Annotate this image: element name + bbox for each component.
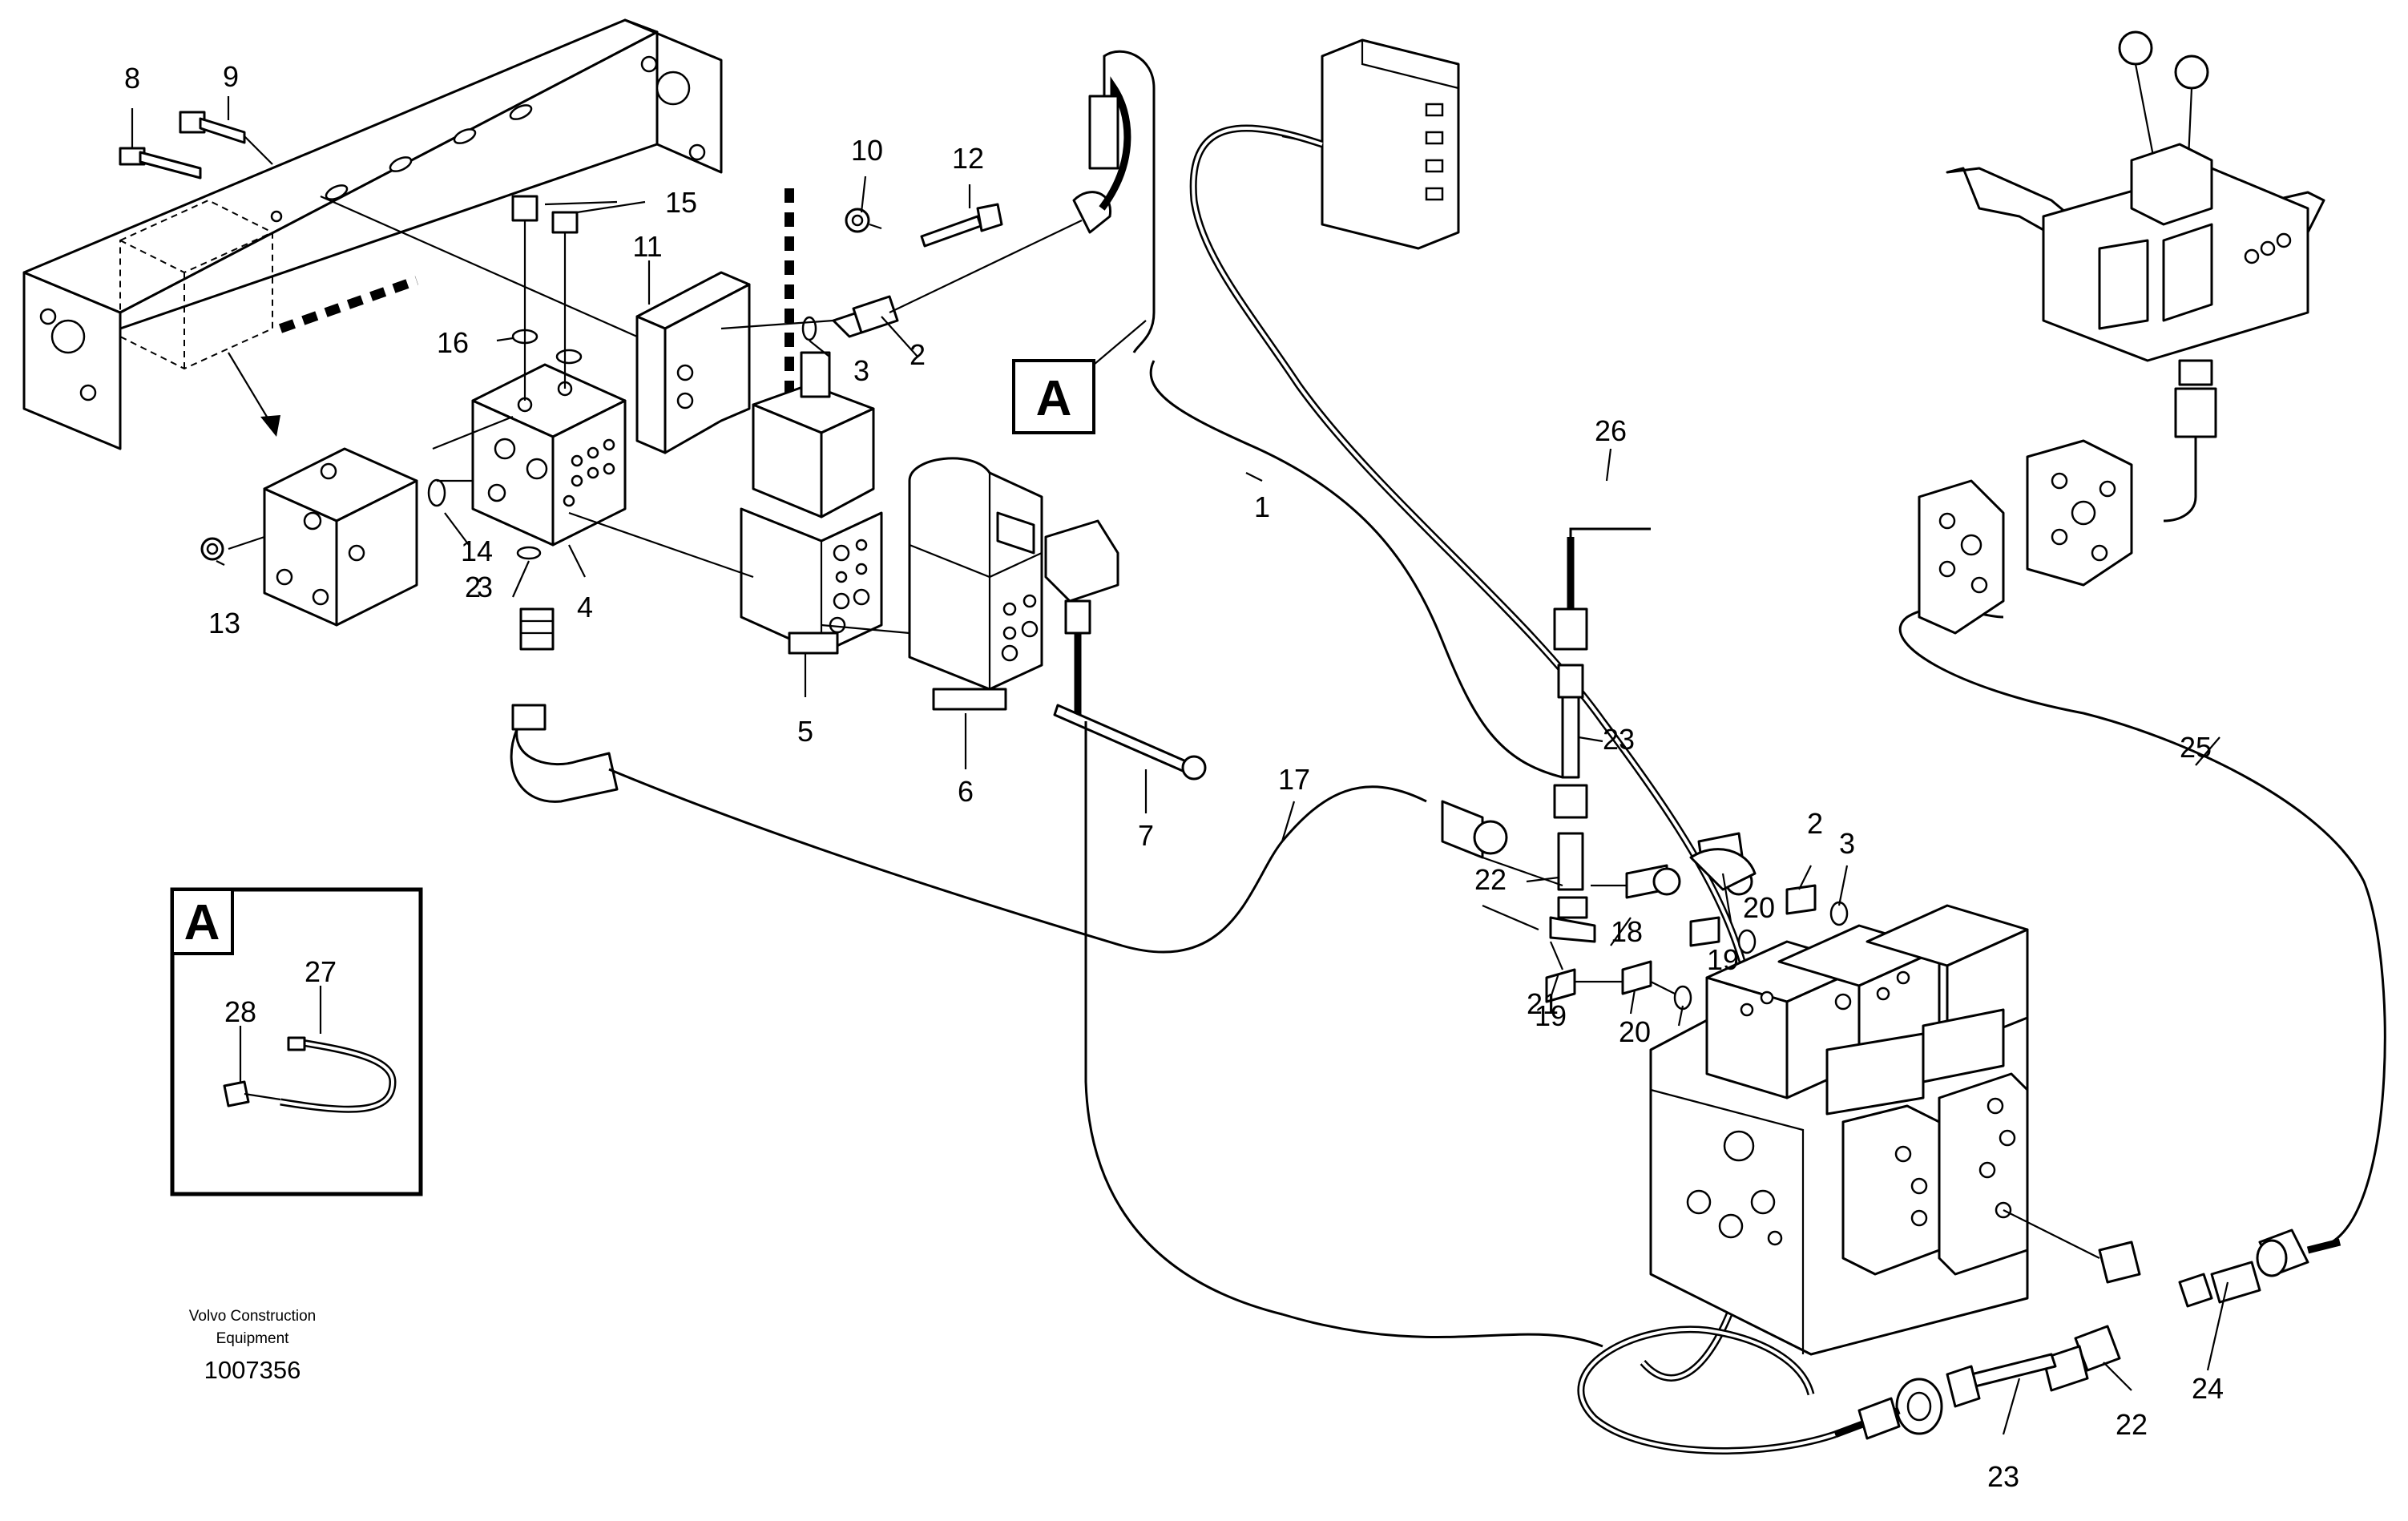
part-label-6: 6 [958, 775, 974, 808]
part-label-27: 27 [305, 955, 337, 988]
part-label-5: 5 [797, 715, 813, 748]
fitting-cluster [1441, 800, 1849, 1011]
part-label-23b: 23 [1987, 1460, 2019, 1493]
part-label-18: 18 [1611, 915, 1643, 948]
part-label-11: 11 [632, 230, 662, 263]
bolt-7 [1053, 704, 1207, 781]
union-2-top [832, 295, 899, 338]
part-label-14: 14 [461, 535, 493, 567]
part-label-4: 4 [577, 591, 593, 623]
part-label-2c: 2 [1807, 807, 1823, 840]
assembly-arrow [228, 352, 280, 437]
part-label-12: 12 [952, 142, 984, 175]
part-label-20a: 20 [1743, 891, 1775, 924]
part-label-22b: 22 [2116, 1408, 2148, 1441]
dashed-guide [279, 188, 794, 393]
bolt-9 [179, 96, 273, 165]
part-label-26: 26 [1595, 414, 1627, 447]
bolt-8 [119, 108, 202, 180]
part-label-22a: 22 [1474, 863, 1507, 896]
leader-lines [216, 176, 2229, 1435]
part-label-20b: 20 [1619, 1015, 1651, 1048]
nut-10 [845, 208, 882, 233]
part-label-21: 21 [1527, 987, 1559, 1020]
part-label-3b: 3 [477, 571, 493, 603]
part-label-15: 15 [665, 186, 697, 219]
part-label-17: 17 [1278, 763, 1310, 796]
hose-23-loop [1577, 1325, 1837, 1454]
part-label-28: 28 [224, 995, 256, 1028]
lower-fittings [1833, 1209, 2341, 1440]
hose-17 [510, 704, 1427, 954]
plate-11 [635, 271, 751, 454]
hose-from-solenoid [1084, 721, 1603, 1348]
part-label-9: 9 [223, 60, 239, 93]
part-label-19a: 19 [1707, 943, 1739, 976]
part-label-1: 1 [1254, 490, 1270, 523]
part-label-24: 24 [2192, 1372, 2224, 1405]
hose-25 [1898, 607, 2386, 1244]
main-control-valve [1649, 904, 2029, 1356]
joystick-control [1946, 30, 2325, 522]
part-label-8: 8 [124, 62, 140, 95]
brand-line-2: Equipment [216, 1330, 290, 1347]
part-label-2a: 2 [910, 338, 926, 371]
valve-6 [908, 457, 1043, 711]
part-label-16: 16 [437, 326, 469, 359]
solenoid-valve-5 [740, 351, 883, 655]
electrical-connector [1044, 519, 1119, 721]
part-label-19b: 19 [1535, 999, 1567, 1032]
inset-detail-A: A [170, 887, 423, 1196]
part-label-25: 25 [2180, 731, 2212, 764]
internal-pipes [228, 195, 1083, 635]
part-label-3a: 3 [853, 354, 869, 387]
brand-block: Volvo Construction Equipment 1007356 [189, 1308, 316, 1384]
junction-box [1281, 38, 1460, 250]
part-label-10: 10 [851, 134, 883, 167]
union-2-lower [519, 607, 555, 651]
plugs-15 [511, 195, 579, 234]
hose-lower-line [1149, 360, 1563, 779]
brand-line-1: Volvo Construction [189, 1308, 316, 1325]
mounting-bracket [22, 18, 723, 450]
document-number: 1007356 [204, 1356, 301, 1384]
part-label-2b: 2 [465, 571, 481, 603]
part-label-13: 13 [208, 607, 240, 639]
bolt-12 [920, 203, 1003, 248]
part-label-3c: 3 [1839, 827, 1855, 860]
hose-to-A [1072, 50, 1156, 353]
hose-26 [1553, 527, 1651, 651]
fitting-stack-upper [1549, 664, 1596, 943]
valve-block-13 [200, 447, 418, 627]
valve-block-4 [471, 363, 627, 547]
connector-plugs [1918, 439, 2133, 635]
callout-box-A: A [1012, 320, 1147, 434]
part-label-23a: 23 [1603, 723, 1635, 756]
part-label-7: 7 [1138, 819, 1154, 852]
callout-letter-A: A [1036, 371, 1072, 426]
inset-letter-A: A [184, 895, 220, 950]
